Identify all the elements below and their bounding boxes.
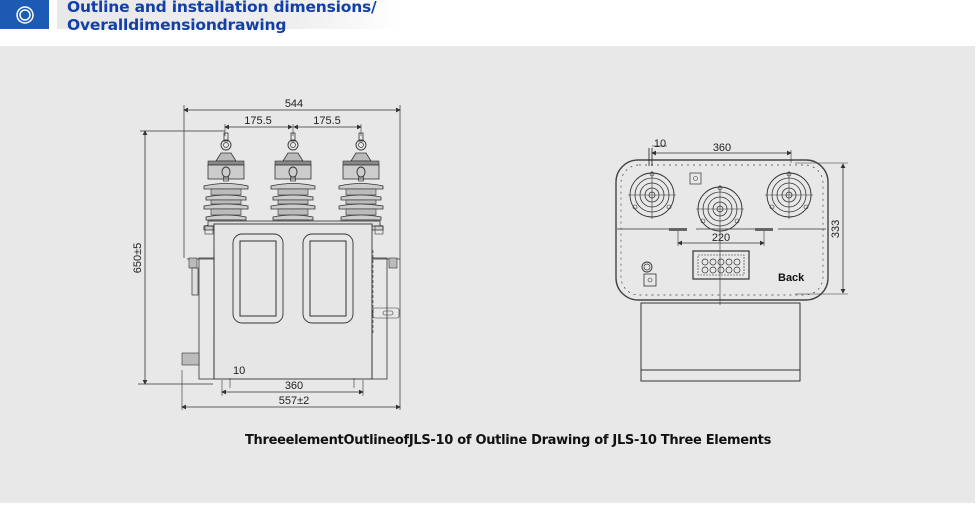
dim-360-front: 360	[285, 380, 303, 392]
dim-10-front: 10	[233, 365, 245, 377]
dim-333: 333	[830, 220, 842, 238]
figure-caption: ThreeelementOutlineofJLS-10 of Outline D…	[244, 433, 772, 448]
section-title-line2: Overalldimensiondrawing	[67, 16, 287, 34]
dim-175-left: 175.5	[244, 115, 272, 127]
section-title: Outline and installation dimensions/ Ove…	[67, 0, 377, 34]
target-circle-icon	[15, 5, 34, 24]
dim-175-right: 175.5	[313, 115, 341, 127]
dim-650: 650±5	[132, 243, 144, 274]
dim-10-back: 10	[654, 138, 666, 150]
dim-360-back: 360	[713, 142, 731, 154]
back-label: Back	[778, 272, 805, 284]
dim-557: 557±2	[279, 395, 310, 407]
header-band	[57, 0, 400, 29]
dim-544: 544	[285, 98, 303, 110]
section-title-line1: Outline and installation dimensions/	[67, 0, 377, 16]
header-icon-box	[0, 0, 49, 29]
dim-220: 220	[712, 232, 730, 244]
drawing-panel	[0, 46, 975, 503]
